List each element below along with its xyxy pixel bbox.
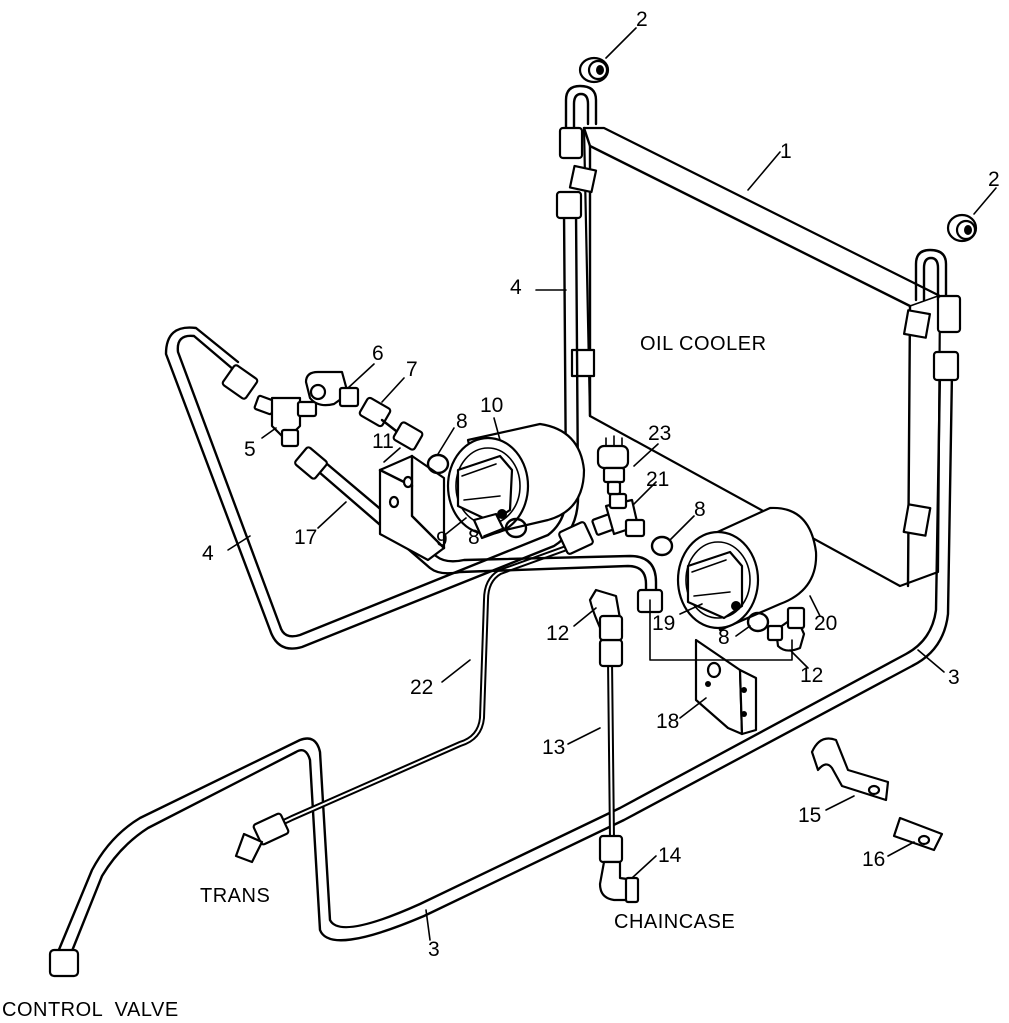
- filter-head-9: [472, 512, 506, 540]
- tee-fitting-21: [591, 492, 646, 538]
- callout-7: 7: [406, 358, 418, 381]
- callout-12-b: 12: [800, 664, 823, 687]
- callout-1: 1: [780, 140, 792, 163]
- callout-13: 13: [542, 736, 565, 759]
- tee-fitting-5: [221, 364, 318, 448]
- elbow-fitting-6: [304, 370, 360, 408]
- adapter-7: [358, 396, 424, 451]
- label-control-valve: CONTROL VALVE: [2, 999, 179, 1021]
- callout-14: 14: [658, 844, 682, 867]
- bracket-11: [378, 454, 446, 562]
- filter-head-19: [731, 601, 741, 611]
- callout-17: 17: [294, 526, 317, 549]
- pressure-switch-23: [596, 435, 630, 496]
- leader-lines: [227, 27, 997, 941]
- callout-2-right: 2: [988, 168, 1000, 191]
- callout-5: 5: [244, 438, 256, 461]
- guide-line: [649, 599, 793, 661]
- oil-cooler: [568, 126, 942, 588]
- o-ring-8-a: [426, 453, 450, 475]
- callout-11: 11: [372, 430, 394, 453]
- callout-8-b: 8: [468, 526, 480, 549]
- callout-20: 20: [814, 612, 837, 635]
- callout-2-top: 2: [636, 8, 648, 31]
- callout-4-left: 4: [202, 542, 214, 565]
- callout-6: 6: [372, 342, 384, 365]
- o-ring-8-d: [746, 611, 770, 633]
- plate-16: [892, 816, 944, 852]
- callout-3-bottom: 3: [428, 938, 440, 961]
- hose-13: [598, 638, 624, 864]
- callout-16: 16: [862, 848, 885, 871]
- callout-3-right: 3: [948, 666, 960, 689]
- elbow-fitting-14: [598, 860, 640, 904]
- callout-19: 19: [652, 612, 675, 635]
- bracket-18: [694, 638, 758, 736]
- label-trans: TRANS: [200, 885, 270, 907]
- left-u-bend-fitting: [558, 84, 598, 160]
- callout-10: 10: [480, 394, 503, 417]
- label-chaincase: CHAINCASE: [614, 911, 735, 933]
- callout-8-a: 8: [456, 410, 468, 433]
- callout-23: 23: [648, 422, 671, 445]
- callout-numbers: 1 2 2 3 3 4 4 5 6 7 8 8 8 8 9 10 11 12 1…: [202, 8, 1000, 961]
- callout-18: 18: [656, 710, 679, 733]
- grommet-top: [578, 56, 610, 84]
- filter-10: [446, 422, 586, 536]
- hose-22: [234, 521, 594, 864]
- callout-8-d: 8: [718, 626, 730, 649]
- tube-17: [294, 446, 664, 614]
- right-u-bend-fitting: [914, 248, 962, 334]
- o-ring-8-c: [650, 535, 674, 557]
- callout-8-c: 8: [694, 498, 706, 521]
- callout-9: 9: [436, 528, 448, 551]
- callout-12-a: 12: [546, 622, 569, 645]
- callout-21: 21: [646, 468, 669, 491]
- text-labels: OIL COOLER TRANS CHAINCASE CONTROL VALVE: [2, 333, 767, 1021]
- callout-15: 15: [798, 804, 821, 827]
- elbow-fitting-12-b: [766, 606, 806, 652]
- callout-22: 22: [410, 676, 433, 699]
- grommet-right: [946, 213, 978, 243]
- label-oil-cooler: OIL COOLER: [640, 333, 767, 355]
- o-ring-8-b: [504, 517, 528, 539]
- clamp-15: [810, 737, 890, 802]
- elbow-fitting-12-a: [588, 588, 624, 642]
- callout-4-top: 4: [510, 276, 522, 299]
